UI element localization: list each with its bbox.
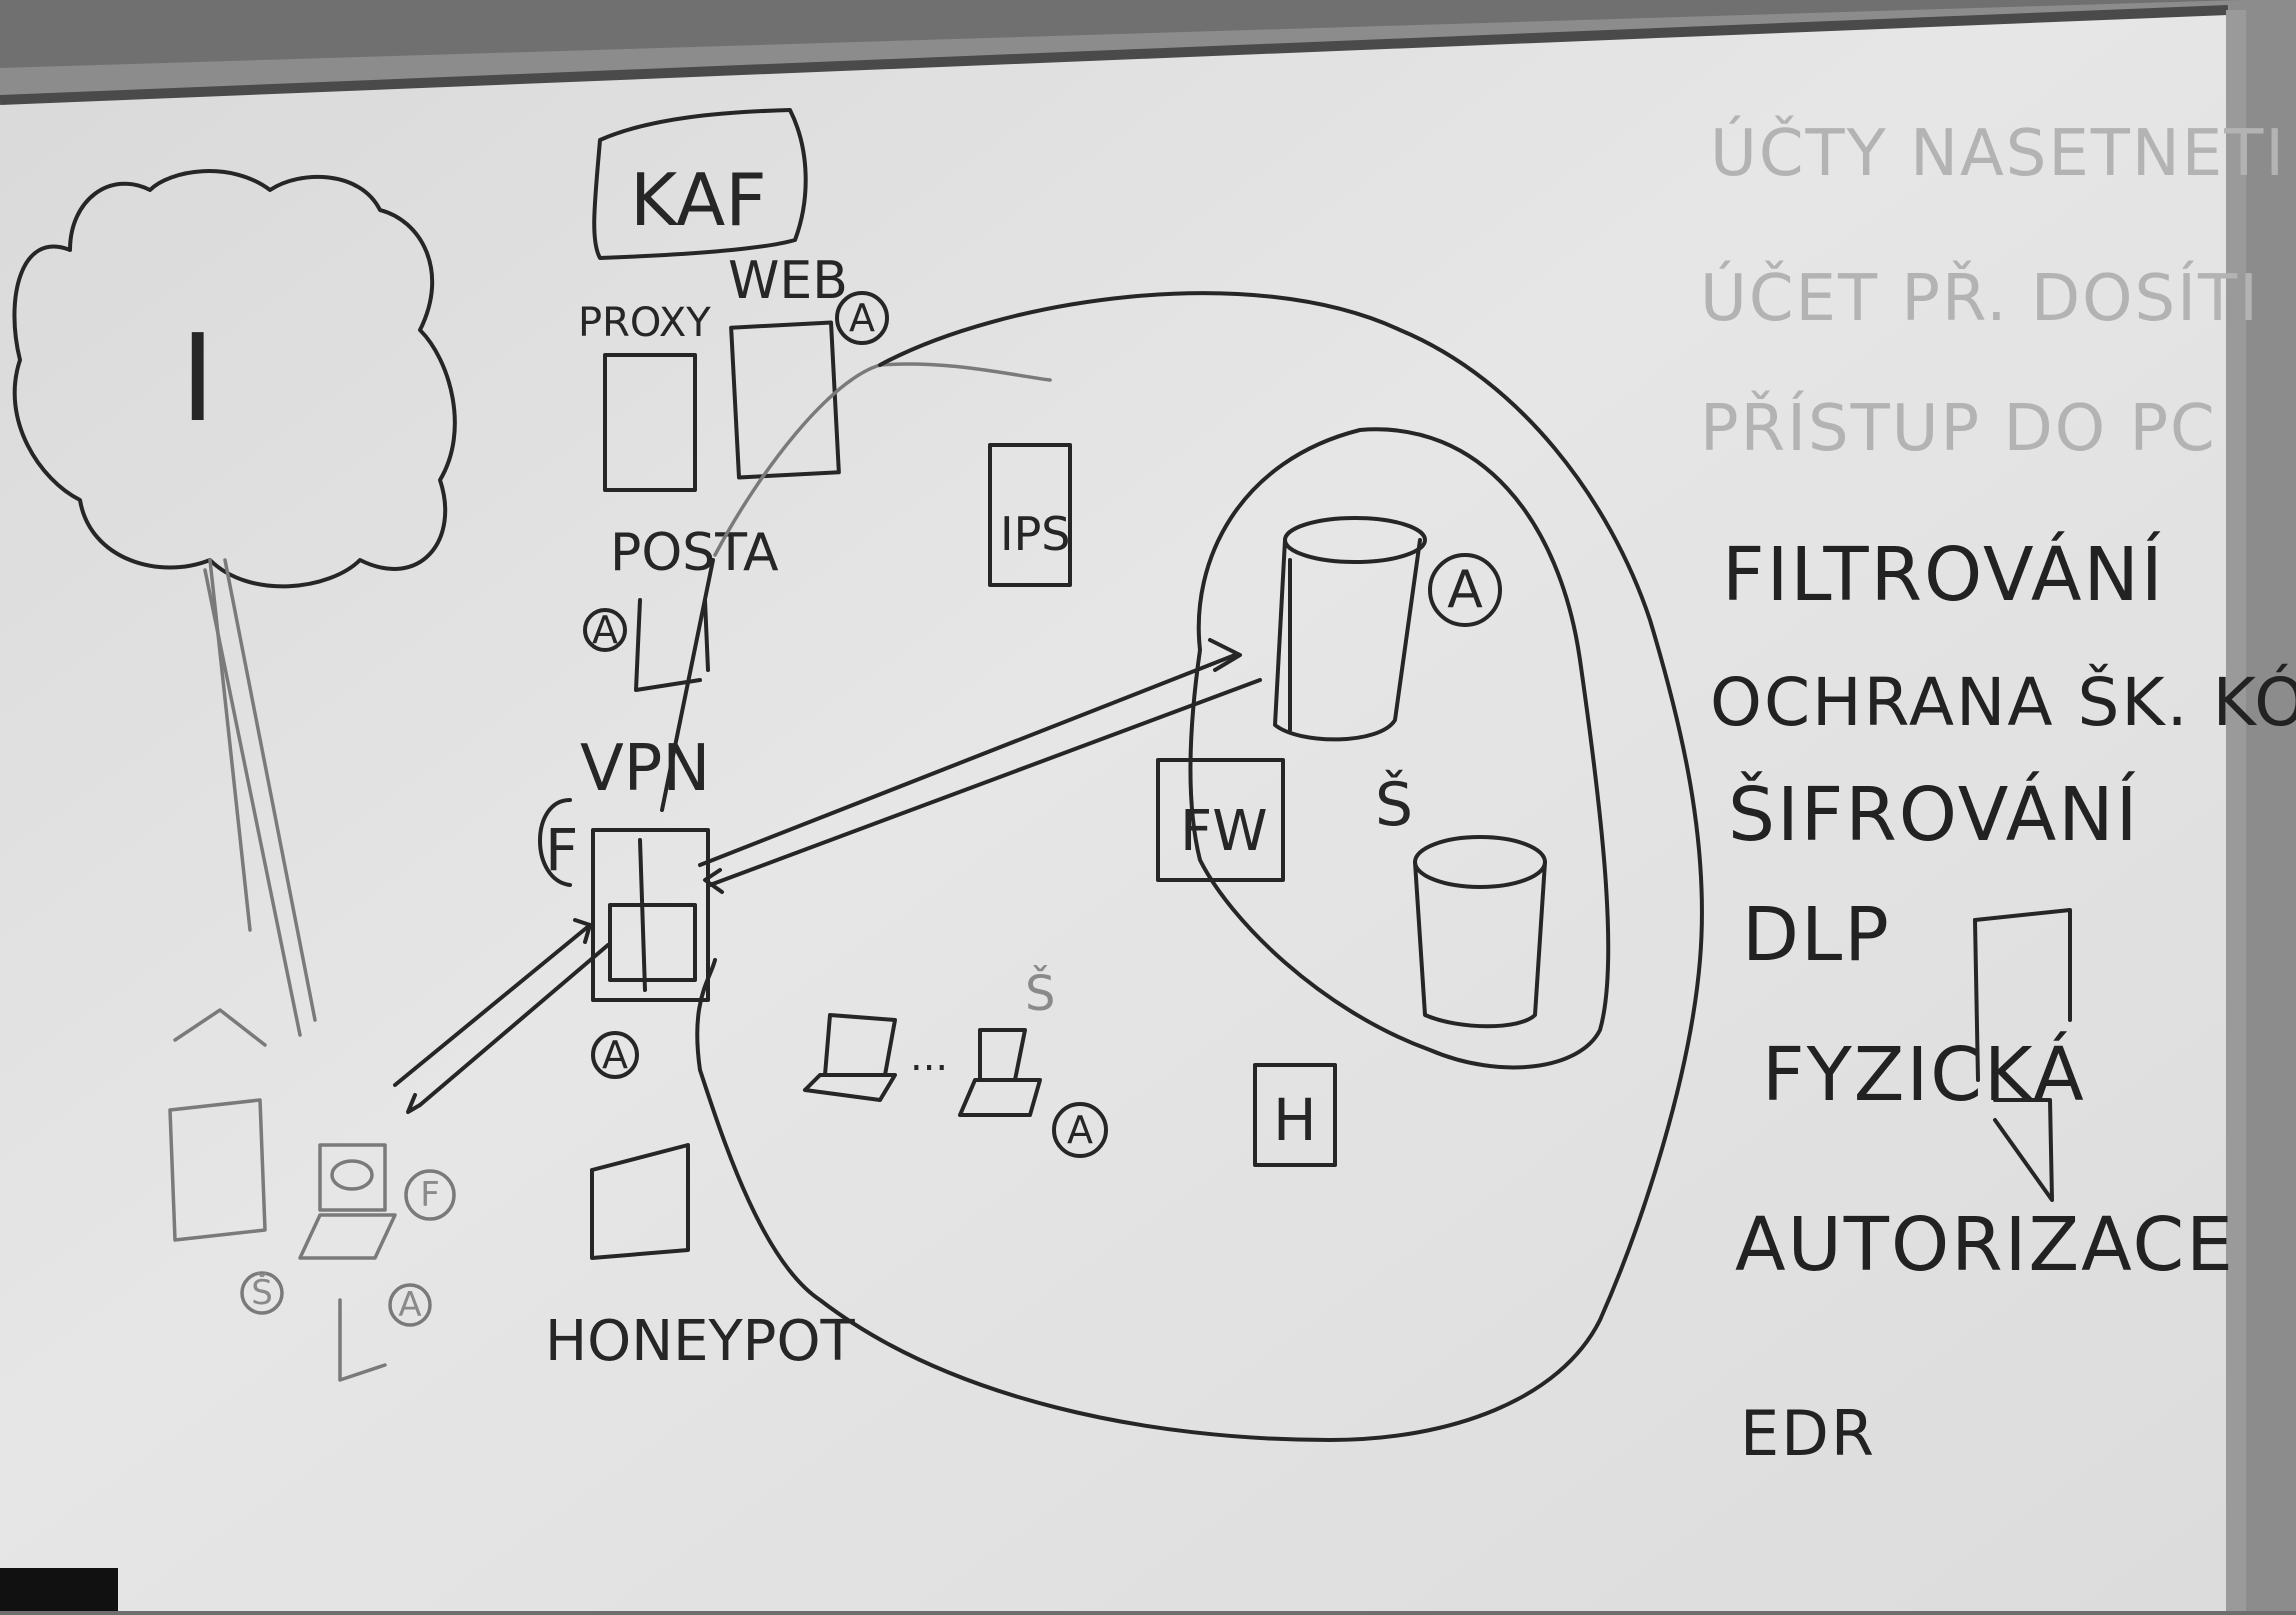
proxy-server: PROXY	[578, 300, 711, 492]
h-label: H	[1273, 1086, 1317, 1154]
web-label: WEB	[728, 251, 848, 311]
faint-item-1: ÚČTY NASETNETI	[1710, 115, 2286, 191]
client-laptop	[298, 1143, 397, 1382]
firewall-device: FW	[1156, 758, 1285, 882]
honeypot: HONEYPOT	[545, 1143, 856, 1374]
marker-f-client: F	[420, 1175, 440, 1215]
marker-f-vpn: F	[545, 816, 578, 884]
board-right-edge	[2226, 10, 2246, 1611]
boxed-title: KAF	[592, 108, 808, 260]
faint-item-3: PŘÍSTUP DO PC	[1700, 390, 2217, 466]
vpn-gateway: VPN F A	[538, 732, 710, 1079]
client-workstation	[168, 1008, 267, 1242]
dmz-to-vpn-link	[660, 558, 715, 812]
client-vpn-tunnel	[393, 918, 610, 1114]
honeypot-label: HONEYPOT	[545, 1309, 856, 1374]
internet-label: I	[180, 310, 215, 449]
faint-item-2: ÚČET PŘ. DOSÍTI	[1700, 260, 2260, 336]
measure-item-3: ŠIFROVÁNÍ	[1728, 770, 2139, 858]
client-markers: F Š A	[240, 1169, 456, 1327]
internet-cloud: I	[12, 169, 457, 589]
main-database: A Š	[1273, 516, 1502, 840]
encryption-label: Š	[1375, 769, 1413, 840]
vpn-label: VPN	[580, 732, 710, 806]
h-device: H	[1253, 1063, 1337, 1167]
physical-box-sketch	[1973, 908, 2072, 1202]
security-measures-list: ÚČTY NASETNETI ÚČET PŘ. DOSÍTI PŘÍSTUP D…	[1700, 115, 2296, 1470]
marker-a-client: A	[398, 1285, 421, 1325]
measure-item-5: FYZICKÁ	[1762, 1030, 2086, 1118]
secondary-database	[1413, 835, 1547, 1029]
dark-corner-object	[0, 1568, 118, 1611]
marker-a-db: A	[1447, 560, 1483, 620]
internet-link	[203, 558, 317, 1037]
board-top-rail	[0, 5, 2229, 105]
whiteboard-surface	[0, 14, 2226, 1611]
web-server: WEB A	[728, 251, 889, 480]
fw-label: FW	[1180, 799, 1268, 864]
encryption-marker-laptop: Š	[1025, 965, 1055, 1022]
mail-label: POSTA	[610, 523, 779, 583]
marker-s-client: Š	[251, 1272, 273, 1313]
measure-item-7: EDR	[1740, 1397, 1876, 1470]
measure-item-4: DLP	[1742, 892, 1891, 978]
mail-server: POSTA A	[583, 523, 779, 692]
marker-a-vpn: A	[602, 1033, 628, 1077]
measure-item-2: OCHRANA ŠK. KÓD	[1710, 663, 2296, 741]
marker-a-web: A	[849, 296, 875, 340]
laptop-dots: ...	[910, 1034, 948, 1080]
internal-network-boundary	[695, 291, 1704, 1442]
proxy-label: PROXY	[578, 300, 711, 346]
boxed-title-label: KAF	[630, 158, 767, 242]
internal-laptops: ... Š A	[803, 965, 1108, 1158]
web-to-network-link	[713, 362, 1052, 557]
ips-label: IPS	[1000, 507, 1071, 561]
ips-device: IPS	[988, 443, 1072, 587]
measure-item-1: FILTROVÁNÍ	[1722, 530, 2165, 618]
vpn-db-tunnel	[698, 638, 1262, 894]
marker-a-laptop: A	[1067, 1108, 1093, 1152]
measure-item-6: AUTORIZACE	[1735, 1202, 2235, 1288]
marker-a-mail: A	[592, 608, 618, 652]
